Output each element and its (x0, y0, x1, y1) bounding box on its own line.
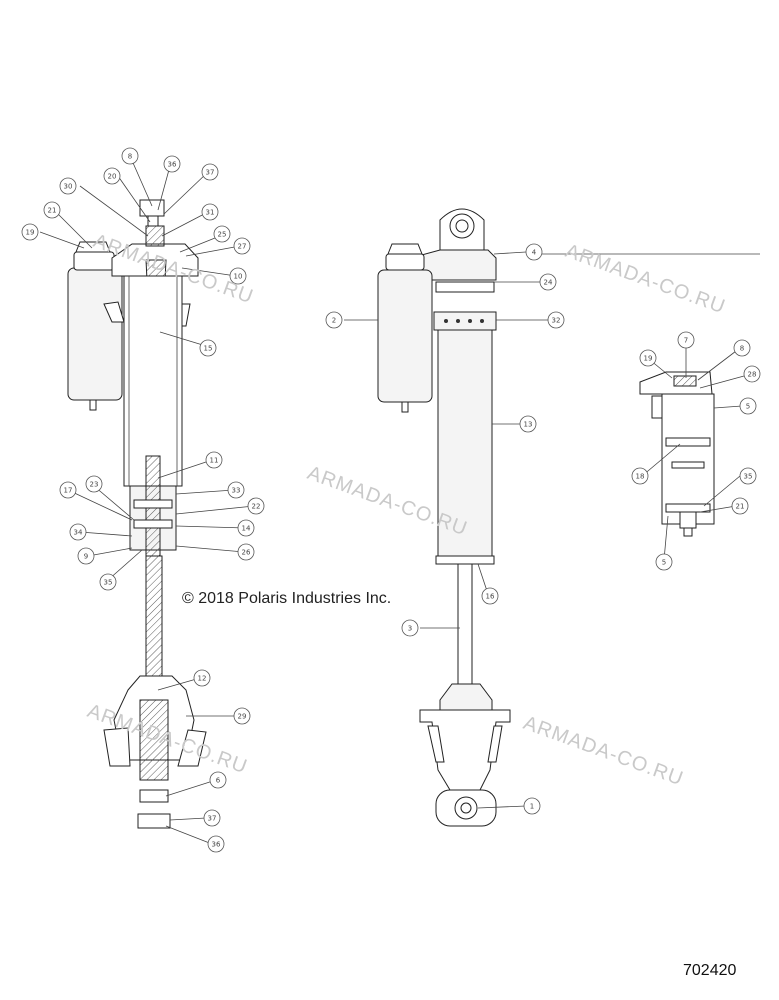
callout-10: 10 (229, 267, 247, 285)
callout-25: 25 (213, 225, 231, 243)
callout-21b: 21 (731, 497, 749, 515)
callout-16: 16 (481, 587, 499, 605)
svg-text:21: 21 (48, 207, 57, 215)
svg-text:21: 21 (736, 503, 745, 511)
callout-21: 21 (43, 201, 61, 219)
svg-text:29: 29 (238, 713, 247, 721)
callout-33: 33 (227, 481, 245, 499)
callout-7: 7 (677, 331, 695, 349)
callout-18: 18 (631, 467, 649, 485)
svg-text:6: 6 (216, 777, 221, 785)
sectioned-shock (67, 199, 207, 829)
callout-8: 8 (121, 147, 139, 165)
callout-3: 3 (401, 619, 419, 637)
svg-text:19: 19 (644, 355, 653, 363)
svg-text:9: 9 (84, 553, 88, 561)
callout-22: 22 (247, 497, 265, 515)
svg-text:15: 15 (204, 345, 213, 353)
assembled-shock (377, 208, 511, 827)
svg-text:27: 27 (238, 243, 247, 251)
svg-text:8: 8 (128, 153, 132, 161)
svg-text:5: 5 (746, 403, 750, 411)
svg-text:23: 23 (90, 481, 99, 489)
callout-30: 30 (59, 177, 77, 195)
callout-36b: 36 (207, 835, 225, 853)
callout-24: 24 (539, 273, 557, 291)
svg-text:25: 25 (218, 231, 227, 239)
svg-text:36: 36 (168, 161, 177, 169)
callout-29: 29 (233, 707, 251, 725)
svg-text:8: 8 (740, 345, 744, 353)
callout-27: 27 (233, 237, 251, 255)
svg-text:17: 17 (64, 487, 73, 495)
svg-text:37: 37 (206, 169, 215, 177)
svg-text:13: 13 (524, 421, 533, 429)
callout-26: 26 (237, 543, 255, 561)
callout-5: 5 (739, 397, 757, 415)
svg-text:20: 20 (108, 173, 117, 181)
callout-8b: 8 (733, 339, 751, 357)
svg-text:31: 31 (206, 209, 215, 217)
svg-text:14: 14 (242, 525, 251, 533)
drawing-number: 702420 (683, 962, 737, 979)
callout-37: 37 (201, 163, 219, 181)
svg-text:11: 11 (210, 457, 219, 465)
svg-text:35: 35 (744, 473, 753, 481)
callout-1: 1 (523, 797, 541, 815)
svg-text:26: 26 (242, 549, 251, 557)
svg-text:16: 16 (486, 593, 495, 601)
svg-text:37: 37 (208, 815, 217, 823)
svg-text:12: 12 (198, 675, 207, 683)
callout-35: 35 (99, 573, 117, 591)
callout-6: 6 (209, 771, 227, 789)
reservoir-detail (639, 371, 715, 537)
callout-17: 17 (59, 481, 77, 499)
callouts: 8 36 37 20 30 31 21 25 19 27 10 15 11 33… (21, 147, 761, 853)
callout-13: 13 (519, 415, 537, 433)
svg-text:35: 35 (104, 579, 113, 587)
callout-36: 36 (163, 155, 181, 173)
copyright-notice: © 2018 Polaris Industries Inc. (182, 590, 392, 607)
callout-31: 31 (201, 203, 219, 221)
svg-text:33: 33 (232, 487, 241, 495)
svg-text:10: 10 (234, 273, 243, 281)
svg-text:3: 3 (408, 625, 412, 633)
callout-15: 15 (199, 339, 217, 357)
callout-20: 20 (103, 167, 121, 185)
callout-35b: 35 (739, 467, 757, 485)
svg-text:19: 19 (26, 229, 35, 237)
callout-2: 2 (325, 311, 343, 329)
leader-lines (39, 155, 760, 845)
svg-text:4: 4 (532, 249, 537, 257)
callout-4: 4 (525, 243, 543, 261)
svg-text:32: 32 (552, 317, 561, 325)
svg-text:22: 22 (252, 503, 261, 511)
svg-text:5: 5 (662, 559, 666, 567)
svg-text:7: 7 (684, 337, 688, 345)
callout-5b: 5 (655, 553, 673, 571)
callout-23: 23 (85, 475, 103, 493)
callout-9: 9 (77, 547, 95, 565)
callout-28: 28 (743, 365, 761, 383)
svg-text:34: 34 (74, 529, 83, 537)
svg-text:28: 28 (748, 371, 757, 379)
callout-14: 14 (237, 519, 255, 537)
callout-19b: 19 (639, 349, 657, 367)
callout-37b: 37 (203, 809, 221, 827)
svg-text:18: 18 (636, 473, 645, 481)
svg-text:2: 2 (332, 317, 336, 325)
svg-text:24: 24 (544, 279, 553, 287)
callout-32: 32 (547, 311, 565, 329)
svg-text:1: 1 (530, 803, 534, 811)
callout-34: 34 (69, 523, 87, 541)
callout-11: 11 (205, 451, 223, 469)
callout-19: 19 (21, 223, 39, 241)
svg-text:30: 30 (64, 183, 73, 191)
callout-12: 12 (193, 669, 211, 687)
svg-text:36: 36 (212, 841, 221, 849)
